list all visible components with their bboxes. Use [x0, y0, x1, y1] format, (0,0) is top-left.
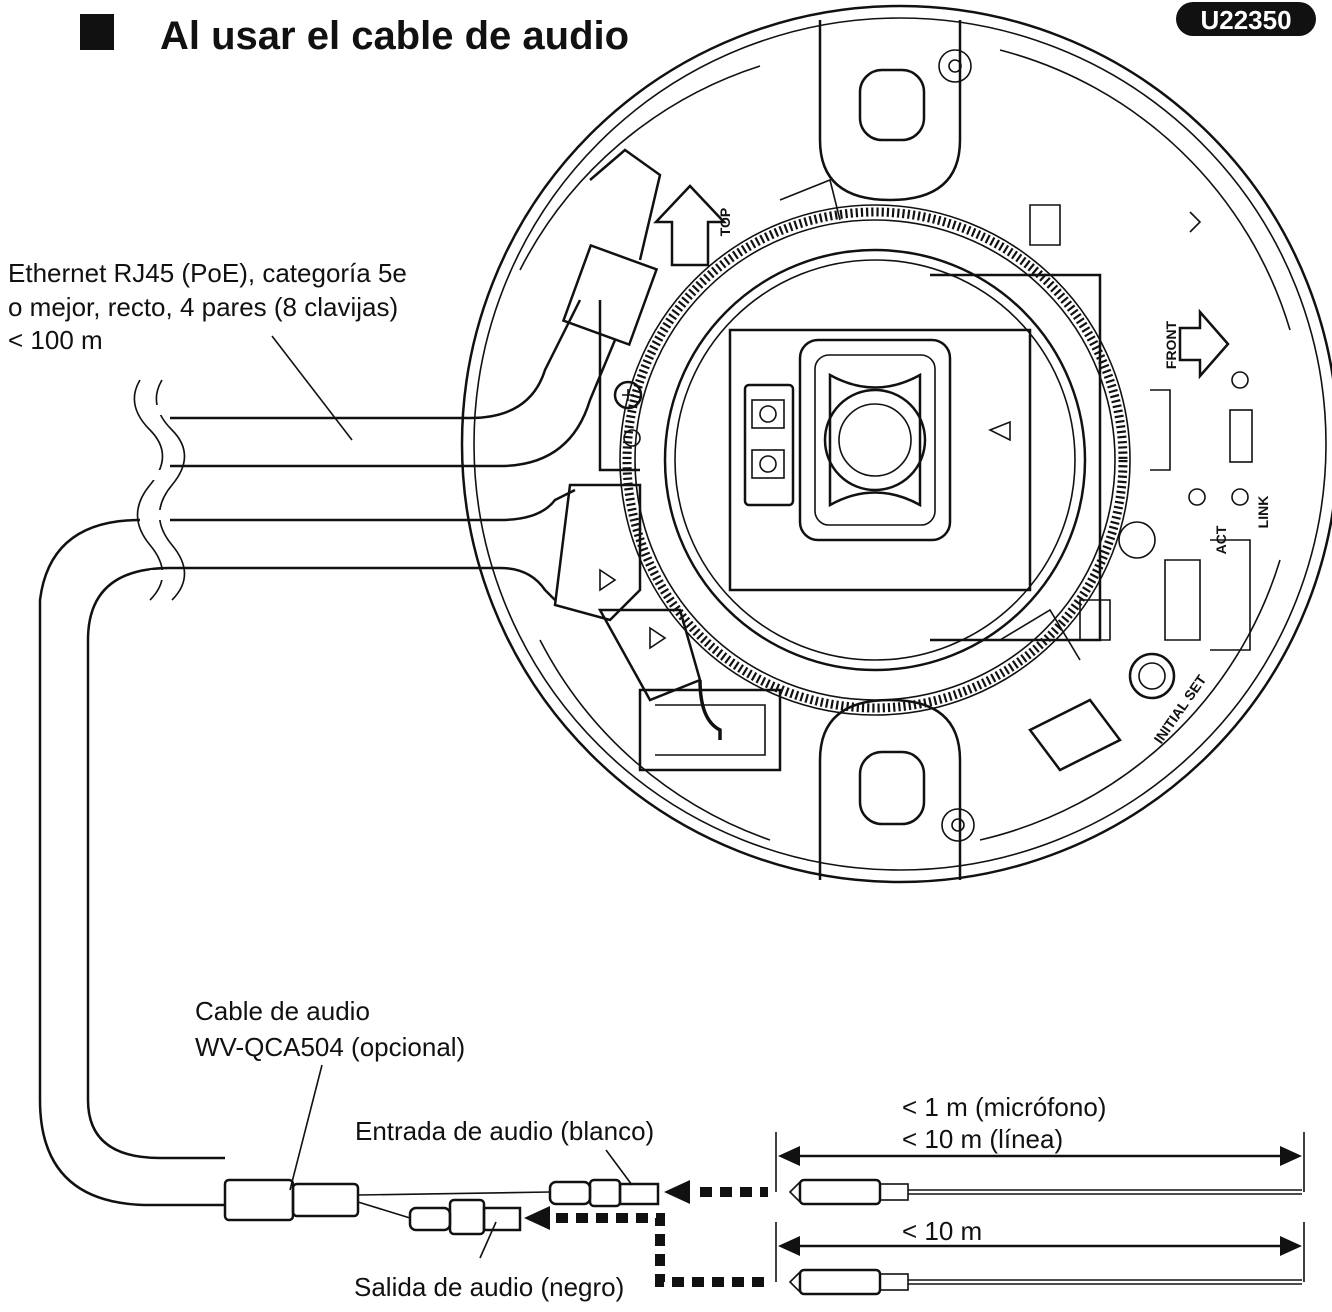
- audio-out-label: Salida de audio (negro): [354, 1272, 624, 1302]
- bottom-mount-boss: [818, 698, 975, 880]
- ethernet-label-line3: < 100 m: [8, 325, 103, 355]
- initial-set-text: INITIAL SET: [1150, 671, 1209, 746]
- page-title: Al usar el cable de audio: [160, 14, 629, 58]
- audio-out-connector: [408, 1198, 522, 1236]
- model-badge-text: U22350: [1200, 5, 1291, 35]
- audio-in-connector: [548, 1178, 660, 1208]
- audio-in-link-arrow: [664, 1180, 768, 1204]
- cable-break-symbols: [133, 379, 186, 601]
- link-led-text: LINK: [1255, 496, 1271, 529]
- audio-cable-label-line1: Cable de audio: [195, 996, 370, 1026]
- audio-in-label: Entrada de audio (blanco): [355, 1116, 654, 1146]
- length-top-label-line2: < 10 m (línea): [902, 1124, 1063, 1154]
- title-square-icon: [80, 14, 114, 50]
- ethernet-label: Ethernet RJ45 (PoE), categoría 5e o mejo…: [8, 258, 407, 355]
- length-top-label: < 1 m (micrófono) < 10 m (línea): [902, 1092, 1106, 1154]
- length-bottom-label: < 10 m: [902, 1216, 982, 1246]
- ethernet-cable: [170, 148, 662, 468]
- audio-pigtail-cable: [38, 483, 702, 1207]
- microphone-plug: [788, 1178, 1302, 1206]
- model-badge: U22350: [1176, 2, 1316, 36]
- front-arrow-marking: FRONT: [1163, 308, 1230, 380]
- ethernet-label-line2: o mejor, recto, 4 pares (8 clavijas): [8, 292, 398, 322]
- top-mount-boss: [818, 20, 972, 202]
- audio-out-leader-line: [479, 1221, 497, 1259]
- audio-out-link-arrow: [524, 1206, 768, 1287]
- top-arrow-marking: TOP: [653, 184, 733, 267]
- audio-cable-sleeve: [223, 1178, 551, 1222]
- audio-cable-label-line2: WV-QCA504 (opcional): [195, 1032, 465, 1062]
- ethernet-label-line1: Ethernet RJ45 (PoE), categoría 5e: [8, 258, 407, 288]
- length-top-dimension: [775, 1132, 1305, 1192]
- audio-cable-leader-line: [289, 1064, 323, 1191]
- speaker-plug: [788, 1268, 1302, 1296]
- length-top-label-line1: < 1 m (micrófono): [902, 1092, 1106, 1122]
- audio-in-leader-line: [605, 1149, 633, 1186]
- length-bottom-dimension: [775, 1222, 1305, 1282]
- ethernet-leader-line: [271, 335, 353, 441]
- audio-cable-label: Cable de audio WV-QCA504 (opcional): [195, 996, 465, 1062]
- top-marking-text: TOP: [717, 208, 733, 237]
- camera-base: TOP FRONT LINK ACT INITIAL SET: [460, 4, 1332, 884]
- initial-set-button-marking: INITIAL SET: [1128, 652, 1210, 746]
- front-marking-text: FRONT: [1163, 320, 1179, 369]
